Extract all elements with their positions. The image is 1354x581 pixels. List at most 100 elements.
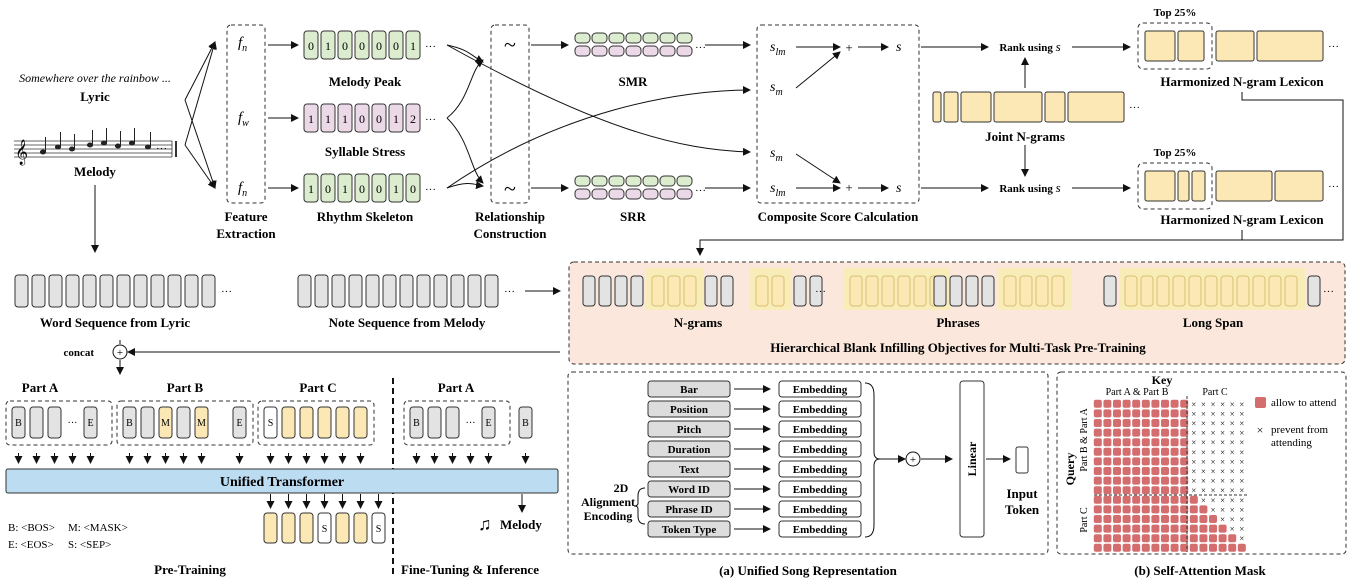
feature-bit: 0 — [376, 39, 382, 53]
hbi-token — [1035, 275, 1049, 307]
finetuning-label: Fine-Tuning & Inference — [401, 562, 539, 577]
finetune-part-a-label: Part A — [438, 380, 475, 395]
hbi-token — [897, 275, 911, 307]
score-sm-bottom: sm — [770, 146, 783, 164]
hbi-token — [755, 275, 769, 307]
pretraining-label: Pre-Training — [154, 562, 226, 577]
mask-cell-allow — [1103, 467, 1112, 475]
melody-peak-label: Melody Peak — [329, 74, 402, 89]
embedding-input-box — [647, 480, 731, 498]
token — [263, 406, 278, 439]
feature-cell — [371, 103, 387, 133]
mask-cell-allow — [1141, 399, 1150, 408]
sequence-token — [133, 274, 148, 308]
feature-cell — [405, 30, 421, 60]
mask-cell-prevent: × — [1201, 457, 1206, 467]
hbi-token — [913, 275, 927, 307]
mask-cell-allow — [1093, 419, 1102, 427]
legend-allow-label: allow to attend — [1271, 397, 1337, 409]
mask-cell-allow — [1093, 399, 1102, 408]
mask-cell-allow — [1199, 534, 1208, 543]
feature-cell — [388, 103, 404, 133]
word-sequence-label: Word Sequence from Lyric — [40, 315, 191, 330]
mask-query-label: Query — [1063, 453, 1077, 486]
mask-cell-allow — [1218, 524, 1227, 533]
mask-cell-allow — [1151, 524, 1160, 533]
mask-cell-allow — [1103, 534, 1112, 543]
hbi-blocks: ······ — [582, 268, 1334, 310]
mask-cell-prevent: × — [1191, 438, 1196, 448]
mask-cell-allow — [1199, 543, 1208, 552]
mask-cell-prevent: × — [1191, 419, 1196, 429]
mask-cell-prevent: × — [1230, 495, 1235, 505]
token — [445, 406, 460, 439]
embedding-input-label: Pitch — [677, 424, 701, 436]
mask-cell-allow — [1132, 476, 1141, 485]
mask-cell-allow — [1180, 505, 1189, 514]
token — [140, 406, 155, 439]
mask-cell-allow — [1113, 438, 1121, 447]
embedding-input-label: Bar — [680, 384, 698, 396]
feature-cell — [320, 173, 336, 203]
mask-cell-allow — [1093, 428, 1102, 437]
svg-text:···: ··· — [695, 42, 706, 54]
mask-cell-allow — [1161, 505, 1169, 514]
hbi-longspan-label: Long Span — [1183, 315, 1244, 330]
mask-cell-allow — [1151, 505, 1160, 514]
mask-cell-prevent: × — [1239, 419, 1244, 429]
mask-cell-prevent: × — [1230, 505, 1235, 515]
mask-cell-allow — [1113, 543, 1121, 552]
hbi-token — [965, 275, 979, 307]
token — [299, 406, 314, 439]
mask-cell-prevent: × — [1220, 457, 1225, 467]
hbi-token — [1284, 275, 1298, 307]
mask-cell-prevent: × — [1220, 447, 1225, 457]
mask-cell-allow — [1103, 428, 1112, 437]
feature-cell — [320, 30, 336, 60]
token — [281, 406, 296, 439]
mask-cell-allow — [1093, 409, 1102, 418]
attention-mask-panel — [1056, 371, 1347, 555]
linear-label: Linear — [965, 441, 979, 476]
mask-cell-allow — [1170, 515, 1179, 523]
mask-cell-prevent: × — [1239, 486, 1244, 496]
mask-cell-allow — [1103, 476, 1112, 485]
sequence-token — [65, 274, 80, 308]
hbi-token — [881, 275, 895, 307]
relation-cell-top — [625, 175, 642, 187]
feature-fn-2: fn — [238, 180, 247, 199]
embedding-input-box — [647, 460, 731, 478]
mask-cell-allow — [1141, 505, 1150, 514]
hbi-token — [933, 275, 947, 307]
mask-cell-allow — [1103, 495, 1112, 504]
hbi-token — [1220, 275, 1234, 307]
mask-cell-allow — [1180, 447, 1189, 456]
srr-label: SRR — [620, 209, 647, 224]
token — [29, 406, 44, 439]
hbi-token — [949, 275, 963, 307]
hbi-token — [683, 275, 697, 307]
relation-cell-bottom — [591, 45, 608, 57]
mask-cell-allow — [1122, 428, 1131, 437]
mask-cell-allow — [1122, 457, 1131, 466]
output-token — [263, 512, 278, 544]
relation-cell-bottom — [608, 45, 625, 57]
embedding-box — [778, 400, 862, 418]
sequence-token — [184, 274, 199, 308]
mask-cell-allow — [1113, 457, 1121, 466]
mask-cell-allow — [1161, 524, 1169, 533]
relationship-arrows — [446, 44, 751, 190]
part-c-box — [257, 400, 375, 446]
mask-cell-prevent: × — [1230, 419, 1235, 429]
music-note-icon: ♫ — [478, 514, 492, 534]
hbi-token — [1156, 275, 1170, 307]
hbi-token — [651, 275, 665, 307]
mask-cell-allow — [1122, 438, 1131, 447]
token-label: ··· — [68, 418, 78, 429]
mask-cell-allow — [1122, 543, 1131, 552]
mask-cell-allow — [1151, 495, 1160, 504]
mask-query-c: Part C — [1079, 507, 1090, 533]
mask-cell-allow — [1170, 409, 1179, 418]
